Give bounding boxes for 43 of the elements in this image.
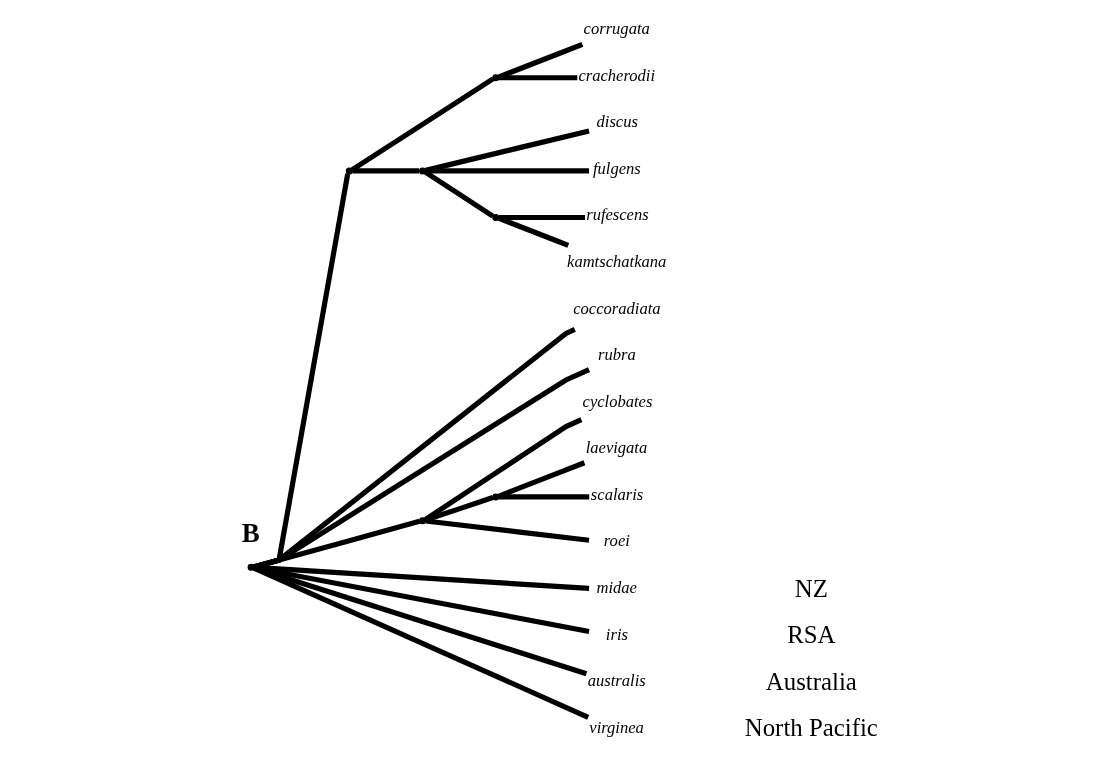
connector [425,128,590,173]
node-point [345,167,353,175]
connector [352,168,419,174]
node-text: scalaris [590,484,644,504]
node-point [492,214,500,221]
connector [350,76,495,172]
node-text: australis [587,671,646,691]
connector [497,215,570,248]
node-text: laevigata [585,438,648,458]
connector [423,169,495,219]
connector [425,518,590,543]
node-text: midae [596,577,637,597]
connector [497,41,584,80]
connector [498,75,578,81]
connector [425,168,590,174]
node-text: rufescens [586,205,649,225]
node-text: discus [596,112,638,132]
connector [253,565,590,720]
label: Australia [765,667,857,695]
node-text: fulgens [592,158,641,178]
connector [424,495,494,523]
node-point [419,167,426,175]
label: NZ [794,574,828,602]
node-text: iris [605,624,628,644]
node-text: roei [603,531,630,551]
label: North Pacific [744,714,878,742]
connector [253,565,588,677]
node-text: rubra [598,345,636,365]
label: B [241,517,260,548]
node-point [419,517,426,525]
node-text: coccoradiata [573,298,661,318]
node-text: corrugata [583,19,650,39]
node-point [247,563,255,571]
node-text: cracherodii [578,65,656,85]
connector [424,417,583,522]
node-text: virginea [589,717,644,737]
connector [498,214,585,221]
node-text: cyclobates [582,391,653,411]
label: RSA [787,621,836,649]
node-point [492,493,500,501]
node-point [492,74,500,82]
node-text: kamtschatkana [567,251,667,271]
connector [498,494,590,500]
